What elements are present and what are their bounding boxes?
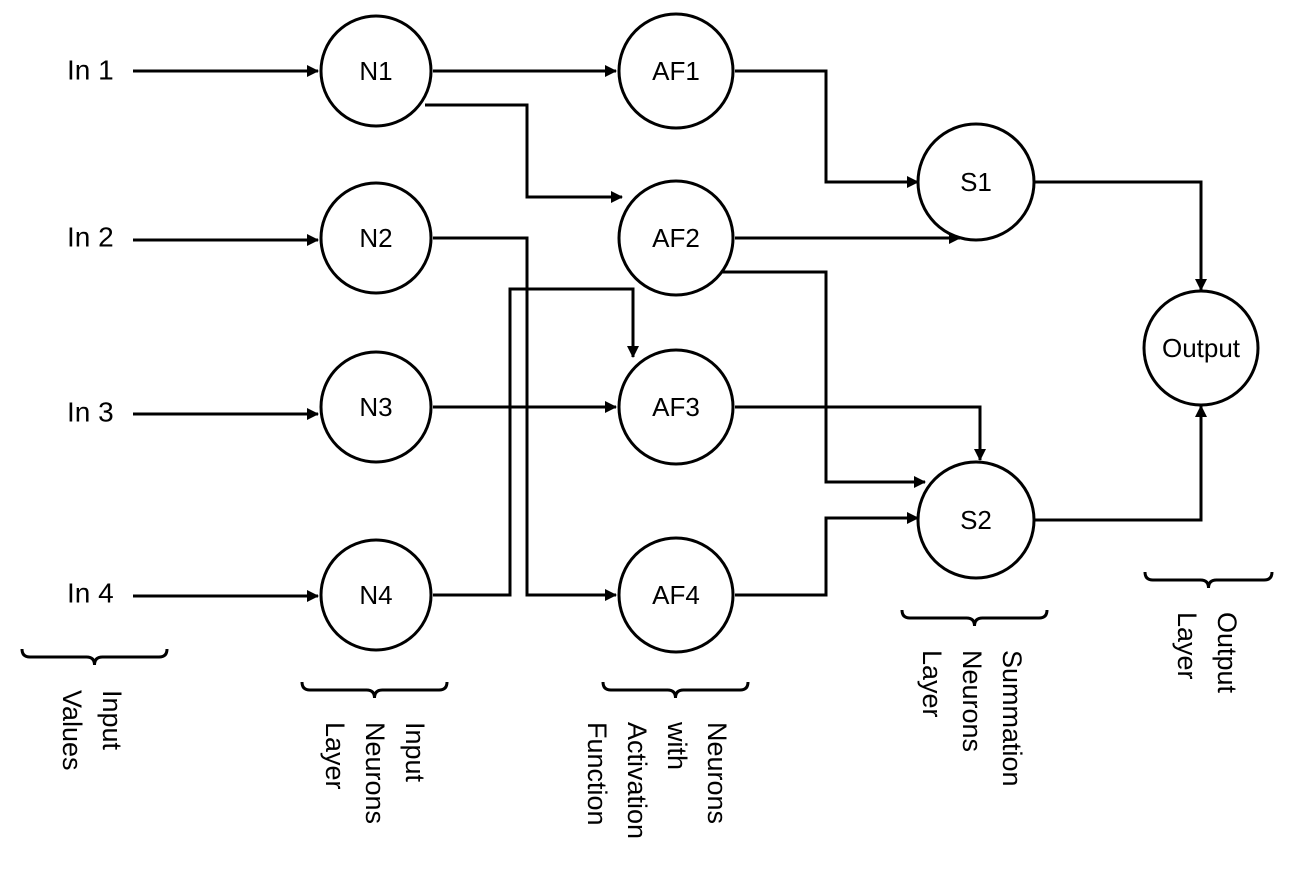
node-af3: AF3 (617, 348, 735, 466)
brace (20, 648, 169, 666)
layer-text-line: Layer (320, 722, 350, 790)
edge-n2-to-af4 (433, 236, 617, 601)
node-label: N1 (359, 56, 392, 86)
node-af1: AF1 (617, 12, 735, 130)
node-label: AF2 (652, 223, 700, 253)
edge-n4-to-af3 (433, 287, 639, 597)
node-label: AF4 (652, 580, 700, 610)
node-s1: S1 (916, 122, 1036, 242)
layer-text-line: Neurons (360, 722, 390, 824)
node-s2: S2 (916, 460, 1036, 580)
layer-text-line: Values (57, 690, 87, 771)
node-label: N4 (359, 580, 392, 610)
node-label: N2 (359, 223, 392, 253)
layer-text-line: Activation (622, 722, 652, 839)
input-labels: In 1 In 2 In 3 In 4 (67, 55, 114, 609)
layer-text-line: Neurons (702, 722, 732, 824)
node-circle (617, 348, 735, 466)
node-circle (617, 536, 735, 654)
edge-n1-to-af2 (425, 103, 623, 203)
layer-text-line: Neurons (957, 650, 987, 752)
node-n3: N3 (319, 350, 433, 464)
node-circle (319, 350, 433, 464)
node-circle (617, 179, 735, 297)
node-circle (1142, 289, 1260, 407)
node-label: AF1 (652, 56, 700, 86)
node-label: AF3 (652, 392, 700, 422)
layer-text-line: Layer (917, 650, 947, 718)
node-output: Output (1142, 289, 1260, 407)
layer-label-3: Neurons with Activation Function (582, 681, 750, 839)
layer-label-4: Summation Neurons Layer (900, 609, 1049, 787)
edge-s2-to-output (1035, 405, 1207, 522)
layer-text-line: Summation (997, 650, 1027, 787)
layer-text-line: Input (97, 690, 127, 751)
brace (601, 681, 750, 699)
layer-text-line: Output (1212, 612, 1242, 694)
layer-text-line: Function (582, 722, 612, 826)
node-af2: AF2 (617, 179, 735, 297)
layer-text-line: Layer (1172, 612, 1202, 680)
node-label: Output (1162, 333, 1241, 363)
edge-af4-to-s2 (735, 512, 919, 597)
brace (300, 681, 449, 699)
edge-af3-to-s2 (735, 405, 986, 461)
node-circle (319, 181, 433, 295)
edge-af2-to-s2 (720, 270, 926, 488)
input-label-1: In 1 (67, 55, 114, 86)
node-label: S1 (960, 167, 992, 197)
node-af4: AF4 (617, 536, 735, 654)
input-label-3: In 3 (67, 397, 114, 428)
layer-text-line: Input (400, 722, 430, 783)
node-circle (617, 12, 735, 130)
brace (900, 609, 1049, 627)
node-circle (916, 122, 1036, 242)
node-n4: N4 (319, 538, 433, 652)
node-label: N3 (359, 392, 392, 422)
layer-label-5: Output Layer (1143, 571, 1274, 694)
edge-af1-to-s1 (735, 69, 919, 188)
node-label: S2 (960, 505, 992, 535)
brace (1143, 571, 1274, 589)
node-circle (916, 460, 1036, 580)
input-label-4: In 4 (67, 578, 114, 609)
node-circle (319, 538, 433, 652)
edges (133, 65, 1207, 602)
input-label-2: In 2 (67, 222, 114, 253)
layer-label-2: Input Neurons Layer (300, 681, 449, 824)
node-n1: N1 (319, 14, 433, 128)
node-n2: N2 (319, 181, 433, 295)
layer-text-line: with (662, 721, 692, 770)
layer-label-1: Input Values (20, 648, 169, 771)
edge-s1-to-output (1035, 180, 1207, 291)
node-circle (319, 14, 433, 128)
